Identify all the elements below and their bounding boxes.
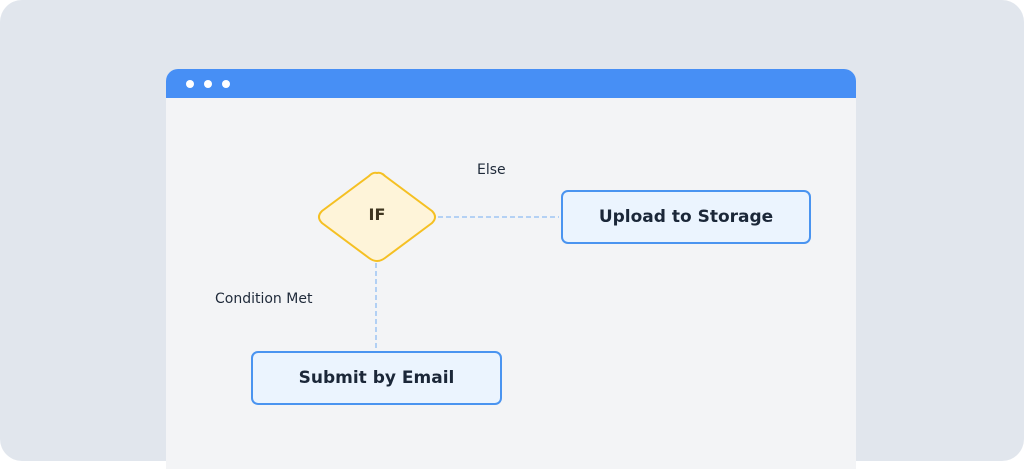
else-label: Else xyxy=(477,162,506,178)
window-dot-3[interactable] xyxy=(222,80,230,88)
if-decision-diamond[interactable] xyxy=(318,171,436,262)
window-dot-1[interactable] xyxy=(186,80,194,88)
submit-by-email-label: Submit by Email xyxy=(298,368,455,388)
if-label: IF xyxy=(368,205,386,224)
upload-to-storage-label: Upload to Storage xyxy=(598,207,774,227)
condition-met-label: Condition Met xyxy=(215,291,313,307)
window-dot-2[interactable] xyxy=(204,80,212,88)
window-titlebar xyxy=(166,69,856,98)
upload-to-storage-node[interactable]: Upload to Storage xyxy=(561,190,811,244)
submit-by-email-node[interactable]: Submit by Email xyxy=(251,351,502,405)
